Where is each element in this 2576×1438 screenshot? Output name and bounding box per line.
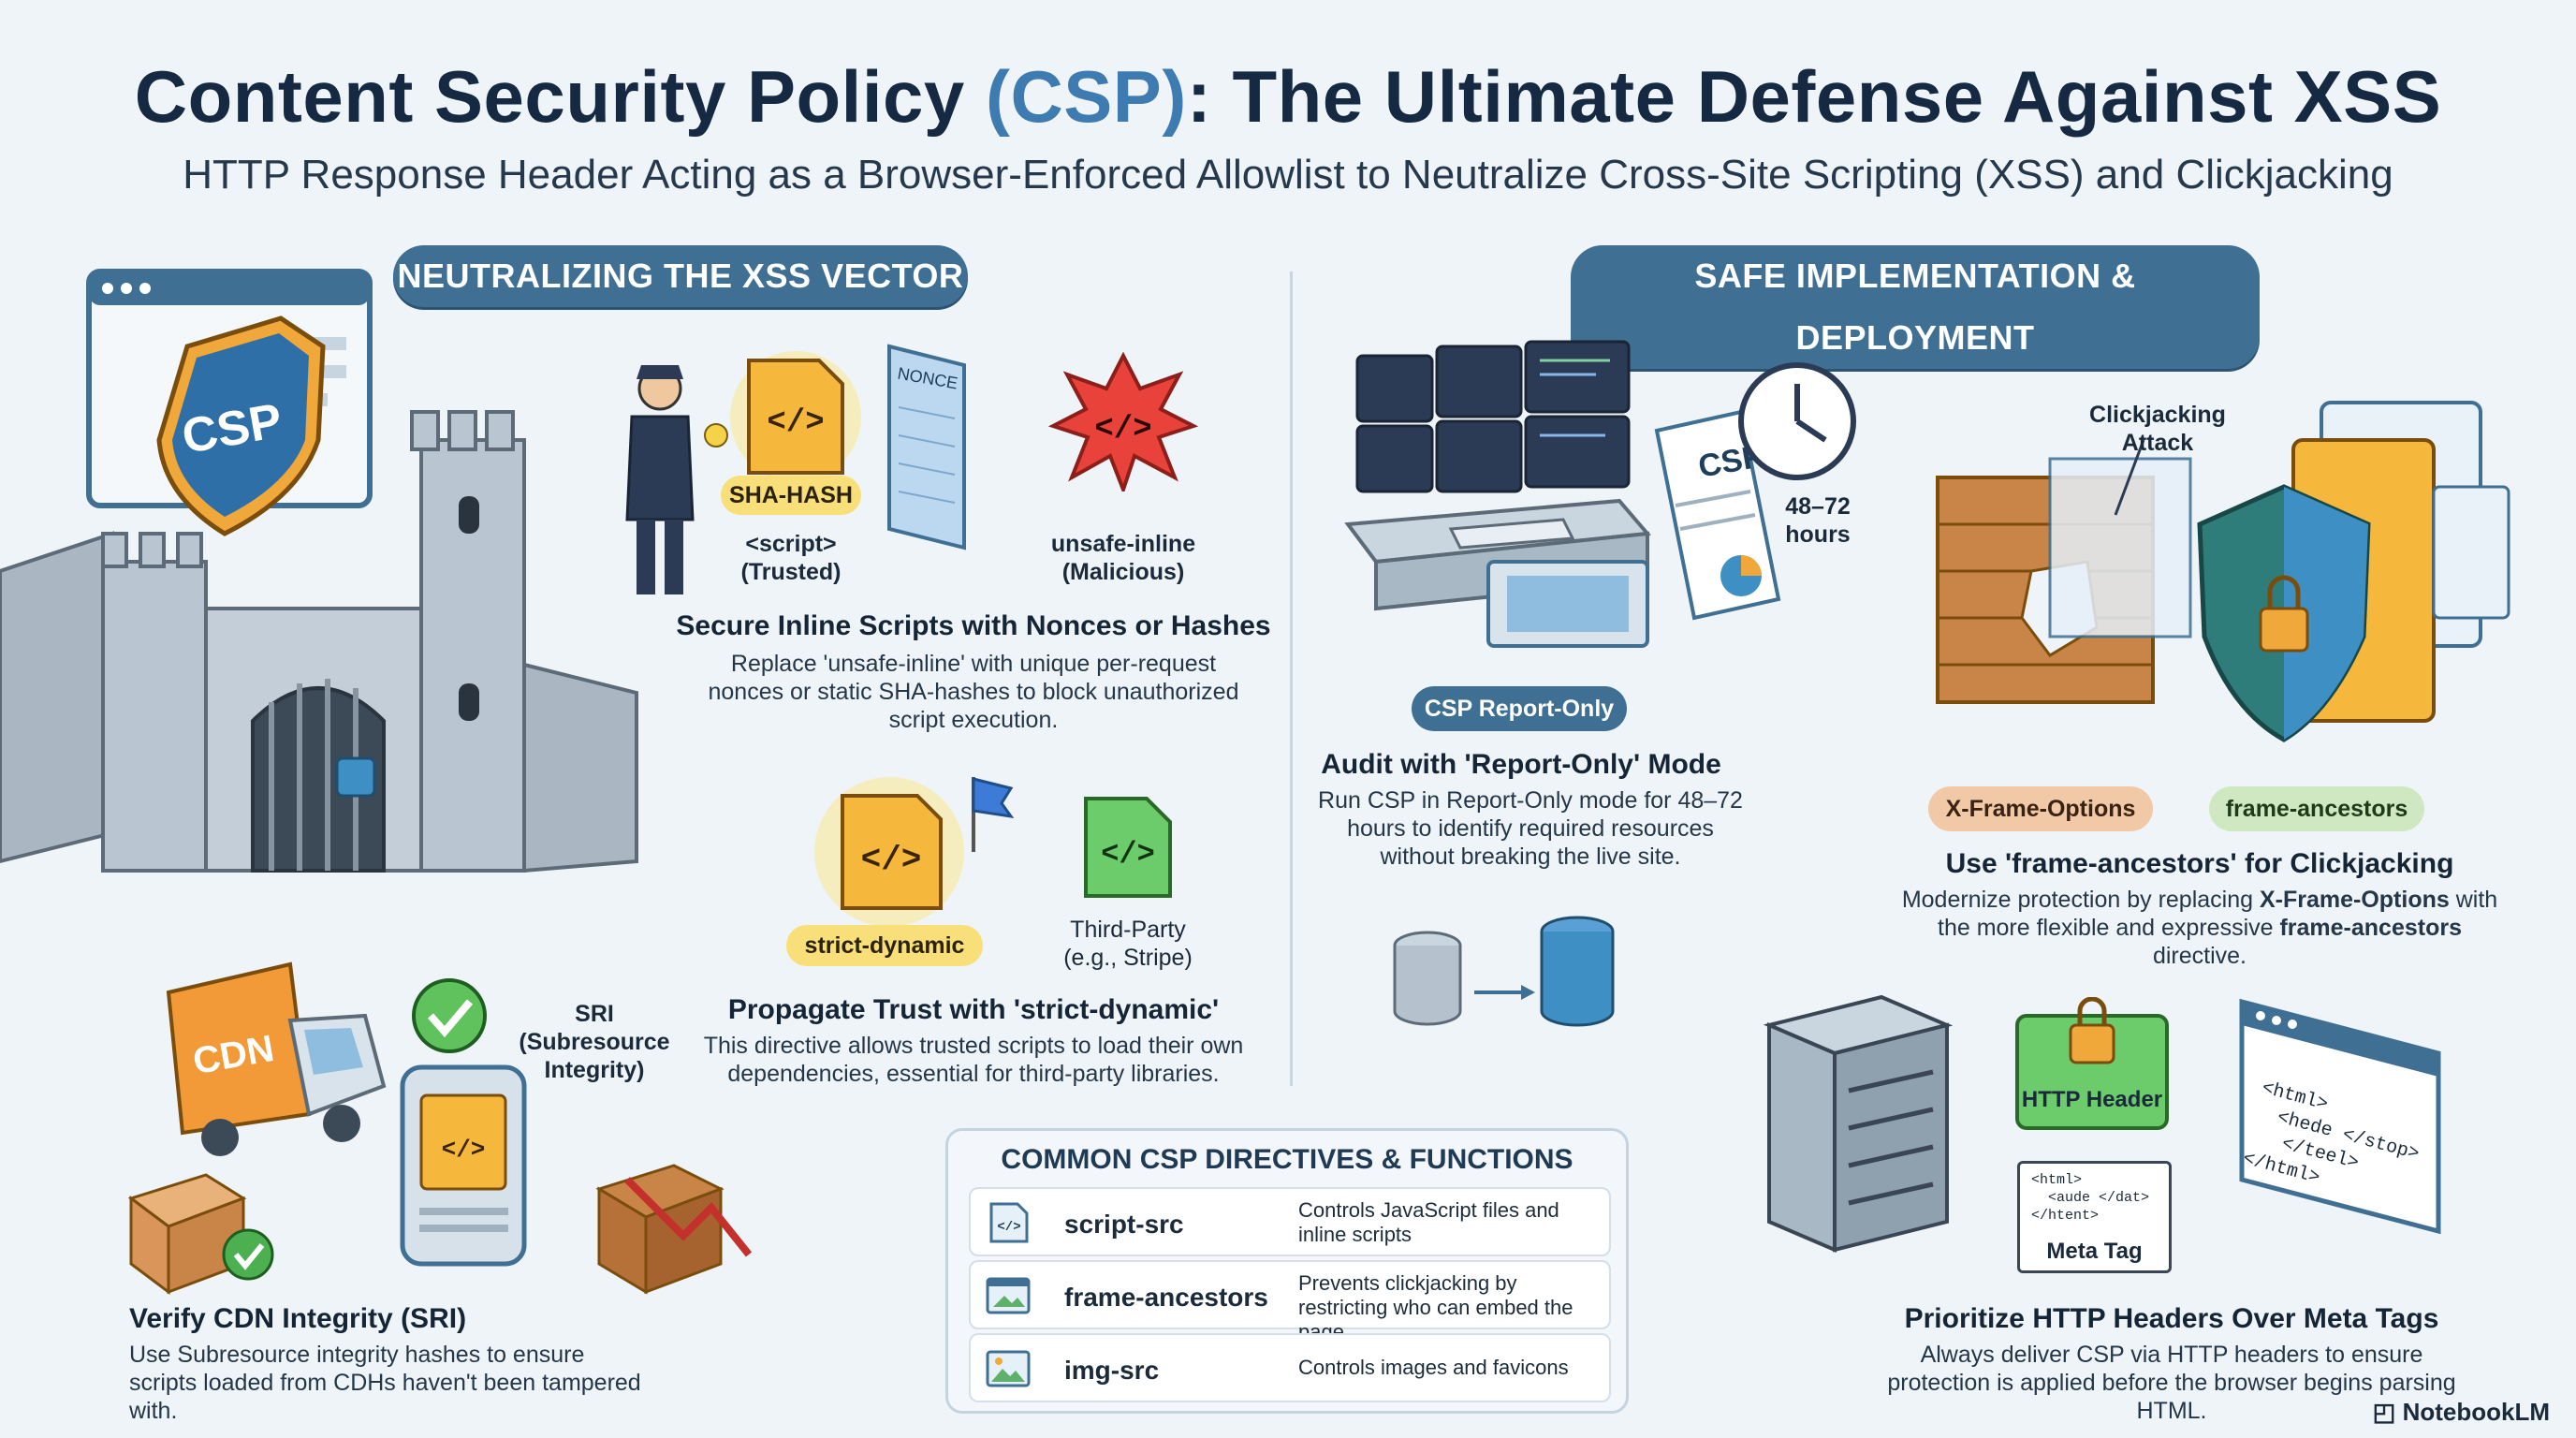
strict-dynamic-illustration: </> xyxy=(814,777,1015,927)
sri-body: Use Subresource integrity hashes to ensu… xyxy=(129,1342,641,1424)
table-row: </> script-src Controls JavaScript files… xyxy=(969,1187,1611,1256)
table-row: img-src Controls images and favicons xyxy=(969,1333,1611,1402)
frame-body-b2: frame-ancestors xyxy=(2279,915,2462,941)
meta-tag-code: <html> <aude </dat> </htent> xyxy=(2031,1172,2150,1224)
good-package-icon xyxy=(127,1173,274,1295)
trusted-script-file-icon xyxy=(841,794,943,910)
strict-dynamic-tag: strict-dynamic xyxy=(786,925,983,966)
frame-body-3: directive. xyxy=(2152,943,2247,969)
sri-illustration: CDN </> xyxy=(127,961,753,1295)
directive-function: Prevents clickjacking by restricting who… xyxy=(1298,1271,1573,1343)
http-headers-heading: Prioritize HTTP Headers Over Meta Tags xyxy=(1904,1303,2439,1334)
tampered-package-icon xyxy=(595,1164,753,1295)
flag-icon xyxy=(972,777,1015,852)
inline-scripts-illustration: </> NONCE xyxy=(625,344,966,594)
title-pre: Content Security Policy xyxy=(134,55,986,138)
clickjacking-attack-label: Clickjacking Attack xyxy=(2089,402,2226,456)
meta-tag-card: <html> <aude </dat> </htent> Meta Tag xyxy=(2017,1161,2172,1273)
inline-body: Replace 'unsafe-inline' with unique per-… xyxy=(708,651,1239,733)
strict-dynamic-body: This directive allows trusted scripts to… xyxy=(703,1033,1244,1087)
sri-heading: Verify CDN Integrity (SRI) xyxy=(129,1303,467,1334)
broken-wall-icon xyxy=(1936,457,2192,704)
svg-text:</>: </> xyxy=(1094,412,1151,448)
html-window-icon xyxy=(2239,998,2441,1235)
http-header-label: HTTP Header xyxy=(2021,1087,2163,1112)
sha-hash-tag: SHA-HASH xyxy=(721,476,861,515)
directives-table: COMMON CSP DIRECTIVES & FUNCTIONS </> sc… xyxy=(945,1128,1629,1414)
image-icon xyxy=(986,1350,1031,1387)
third-party-label: Third-Party (e.g., Stripe) xyxy=(1063,917,1193,971)
clickjacking-illustration xyxy=(1936,401,2510,742)
directive-name: script-src xyxy=(1064,1210,1184,1239)
x-frame-options-tag: X-Frame-Options xyxy=(1928,786,2153,831)
directive-name: frame-ancestors xyxy=(1064,1283,1268,1312)
report-only-heading: Audit with 'Report-Only' Mode xyxy=(1321,749,1721,780)
inline-heading: Secure Inline Scripts with Nonces or Has… xyxy=(676,610,1271,641)
table-row: frame-ancestors Prevents clickjacking by… xyxy=(969,1260,1611,1343)
sri-device-icon: </> xyxy=(400,978,527,1267)
frame-shield-icon xyxy=(2197,401,2510,742)
monitors-desk-icon xyxy=(1344,340,1652,648)
title-highlight: (CSP) xyxy=(985,55,1187,138)
notebooklm-logo-icon: ◰ xyxy=(2372,1398,2403,1426)
svg-text:</>: </> xyxy=(767,405,824,441)
page-title: Content Security Policy (CSP): The Ultim… xyxy=(0,54,2576,139)
page-subtitle: HTTP Response Header Acting as a Browser… xyxy=(183,152,2393,198)
svg-text:</>: </> xyxy=(1101,837,1155,872)
database-migration-icon xyxy=(1393,916,1615,1027)
nonce-card-icon: NONCE xyxy=(887,344,966,550)
trusted-script-label: <script> (Trusted) xyxy=(740,531,842,585)
title-post: : The Ultimate Defense Against XSS xyxy=(1186,55,2442,138)
malicious-burst-icon: </> xyxy=(1048,351,1198,492)
meta-tag-label: Meta Tag xyxy=(2046,1239,2143,1264)
malicious-script-label: unsafe-inline (Malicious) xyxy=(1050,531,1196,585)
section-label-deployment: SAFE IMPLEMENTATION & DEPLOYMENT xyxy=(1571,245,2260,369)
report-only-body: Run CSP in Report-Only mode for 48–72 ho… xyxy=(1318,787,1743,870)
hours-label: 48–72 hours xyxy=(1785,493,1851,548)
directive-function: Controls JavaScript files and inline scr… xyxy=(1298,1198,1559,1246)
frame-ancestors-tag: frame-ancestors xyxy=(2209,786,2424,831)
svg-text:</>: </> xyxy=(861,841,922,879)
sha-hash-file-icon: </> xyxy=(730,351,861,482)
csp-shield-icon: CSP xyxy=(156,315,326,536)
svg-text:</>: </> xyxy=(442,1136,486,1164)
frame-ancestors-body: Modernize protection by replacing X-Fram… xyxy=(1900,886,2499,970)
directive-function: Controls images and favicons xyxy=(1298,1356,1569,1379)
notebooklm-brand: ◰ NotebookLM xyxy=(2373,1398,2550,1427)
frame-body-b1: X-Frame-Options xyxy=(2259,887,2450,913)
section-label-xss: NEUTRALIZING THE XSS VECTOR xyxy=(393,245,968,307)
guard-icon xyxy=(625,365,728,594)
code-file-icon: </> xyxy=(989,1202,1029,1243)
castle-illustration: CSP xyxy=(0,269,638,873)
strict-dynamic-heading: Propagate Trust with 'strict-dynamic' xyxy=(727,994,1220,1025)
third-party-file-icon: </> xyxy=(1084,797,1172,898)
brand-label: NotebookLM xyxy=(2402,1398,2550,1426)
server-rack-icon xyxy=(1763,994,1954,1254)
directive-name: img-src xyxy=(1064,1356,1160,1385)
csp-report-document-icon: CSP xyxy=(1654,409,1781,621)
directives-table-title: COMMON CSP DIRECTIVES & FUNCTIONS xyxy=(1001,1144,1573,1175)
clock-icon xyxy=(1738,362,1856,480)
castle-icon xyxy=(0,410,638,873)
frame-window-icon xyxy=(986,1277,1031,1314)
http-headers-body: Always deliver CSP via HTTP headers to e… xyxy=(1887,1342,2456,1424)
frame-body-1: Modernize protection by replacing xyxy=(1901,887,2260,913)
cdn-truck-icon: CDN xyxy=(166,961,387,1156)
frame-ancestors-heading: Use 'frame-ancestors' for Clickjacking xyxy=(1945,848,2454,879)
sri-label: SRI (Subresource Integrity) xyxy=(519,1001,670,1083)
report-only-tag: CSP Report-Only xyxy=(1412,686,1627,731)
http-header-icon xyxy=(2015,997,2169,1130)
section-divider xyxy=(1290,271,1293,1086)
frame-body-2: with the more flexible and expressive xyxy=(1938,887,2498,941)
svg-text:</>: </> xyxy=(997,1220,1020,1235)
report-only-illustration: CSP xyxy=(1344,340,1856,648)
